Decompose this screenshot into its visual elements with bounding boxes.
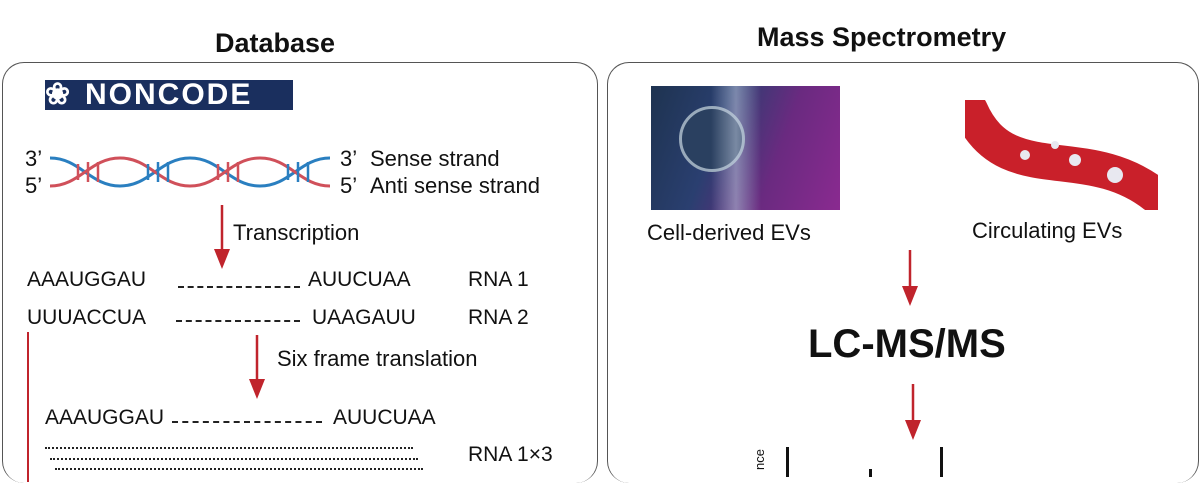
- spectrum-peak: [940, 447, 943, 477]
- rna2-label: RNA 2: [468, 306, 529, 329]
- transcription-label: Transcription: [233, 220, 360, 245]
- mass-spec-title: Mass Spectrometry: [757, 22, 1007, 52]
- mass-spec-panel: [607, 62, 1199, 483]
- circulating-evs-image: [952, 92, 1173, 213]
- rna2-end: UAAGAUU: [312, 306, 416, 329]
- rna1-end: AUUCUAA: [308, 268, 411, 291]
- database-title: Database: [215, 28, 336, 58]
- prime3-left: 3’: [25, 146, 43, 171]
- antisense-strand-label: Anti sense strand: [370, 173, 540, 198]
- six-frame-label: Six frame translation: [277, 346, 478, 371]
- lc-ms-ms-label: LC-MS/MS: [808, 322, 1006, 366]
- rna2-start: UUUACCUA: [27, 306, 147, 329]
- dna-helix-icon: [50, 156, 331, 188]
- cell-derived-evs-label: Cell-derived EVs: [647, 220, 811, 245]
- arrow-down-icon: [905, 384, 921, 440]
- noncode-logo: ❀NONCODE: [45, 80, 293, 110]
- arrow-down-icon: [249, 335, 265, 399]
- rna1-start: AAAUGGAU: [27, 268, 147, 291]
- red-connector-line: [27, 332, 29, 482]
- frame-label: RNA 1×3: [468, 443, 553, 466]
- spectrum-peak: [869, 469, 872, 477]
- frame-start: AAAUGGAU: [45, 406, 165, 429]
- cell-derived-evs-image: [651, 86, 840, 210]
- prime3-right: 3’: [340, 146, 358, 171]
- arrow-down-icon: [902, 250, 918, 306]
- rna1-label: RNA 1: [468, 268, 529, 291]
- frame-end: AUUCUAA: [333, 406, 436, 429]
- arrow-down-icon: [214, 205, 230, 269]
- prime5-left: 5’: [25, 173, 43, 198]
- prime5-right: 5’: [340, 173, 358, 198]
- sense-strand-label: Sense strand: [370, 146, 500, 171]
- spectrum-y-axis: [786, 447, 789, 477]
- database-panel: [2, 62, 598, 483]
- circulating-evs-label: Circulating EVs: [972, 218, 1123, 243]
- spectrum-axis-label: nce: [752, 449, 767, 470]
- rna-logo-icon: ❀: [45, 78, 73, 111]
